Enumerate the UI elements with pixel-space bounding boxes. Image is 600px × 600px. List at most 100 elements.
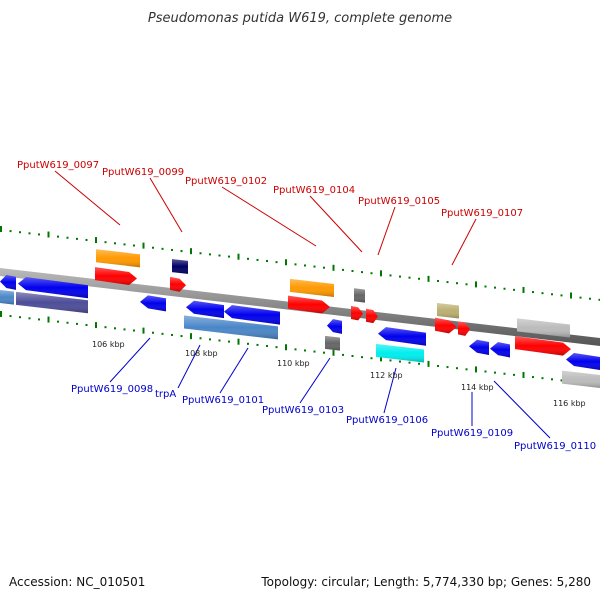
tick-mark — [408, 276, 411, 279]
tick-mark — [133, 244, 135, 247]
tick-mark — [427, 275, 430, 282]
tick-mark — [19, 316, 21, 319]
leader-line — [177, 344, 201, 389]
gene-feature[interactable] — [566, 353, 600, 370]
kbp-label: 112 kbp — [370, 371, 403, 380]
gene-label-top[interactable]: PputW619_0102 — [185, 176, 267, 187]
tick-mark — [66, 236, 69, 239]
tick-mark — [237, 338, 240, 345]
tick-mark — [0, 311, 2, 317]
tick-mark — [351, 270, 354, 273]
gene-feature[interactable] — [172, 259, 188, 274]
tick-mark — [560, 379, 563, 382]
tick-mark — [494, 371, 496, 374]
tick-mark — [560, 294, 563, 297]
tick-mark — [456, 367, 458, 370]
gene-label-bottom[interactable]: PputW619_0109 — [431, 428, 513, 439]
leader-line — [149, 177, 183, 233]
gene-feature[interactable] — [290, 278, 334, 297]
gene-feature[interactable] — [327, 319, 342, 334]
gene-feature[interactable] — [490, 342, 510, 358]
gene-feature[interactable] — [140, 295, 166, 312]
kbp-label: 116 kbp — [553, 399, 586, 408]
gene-feature[interactable] — [469, 339, 489, 356]
tick-mark — [551, 378, 553, 381]
gene-feature[interactable] — [18, 277, 88, 299]
tick-mark — [418, 362, 420, 365]
tick-mark — [275, 346, 278, 349]
gene-label-top[interactable]: PputW619_0099 — [102, 167, 184, 178]
gene-feature[interactable] — [184, 315, 278, 340]
tick-mark — [190, 248, 192, 255]
kbp-label: 114 kbp — [461, 383, 494, 392]
tick-mark — [399, 275, 401, 278]
label-leader-lines — [54, 170, 551, 439]
gene-feature[interactable] — [95, 267, 137, 285]
gene-feature[interactable] — [186, 300, 224, 319]
tick-mark — [114, 327, 116, 330]
tick-mark — [418, 277, 420, 280]
gene-label-top[interactable]: PputW619_0104 — [273, 185, 355, 196]
tick-mark — [313, 350, 316, 353]
leader-line — [309, 195, 363, 253]
gene-feature[interactable] — [351, 305, 363, 321]
tick-mark — [294, 348, 297, 351]
tick-mark — [570, 292, 572, 299]
gene-feature[interactable] — [515, 336, 571, 356]
gene-feature[interactable] — [378, 327, 426, 346]
kbp-scale: 106 kbp 108 kbp 110 kbp 112 kbp 114 kbp … — [92, 340, 586, 408]
tick-mark — [380, 270, 382, 277]
gene-label-top[interactable]: PputW619_0107 — [441, 208, 523, 219]
gene-feature[interactable] — [435, 317, 457, 334]
gene-label-bottom[interactable]: PputW619_0103 — [262, 405, 344, 416]
tick-mark — [589, 297, 591, 300]
tick-mark — [47, 231, 50, 238]
tick-mark — [446, 281, 449, 284]
tick-mark — [218, 339, 221, 342]
gene-feature[interactable] — [325, 335, 340, 351]
gene-feature[interactable] — [224, 305, 280, 325]
tick-mark — [361, 271, 363, 274]
tick-mark — [199, 252, 202, 255]
tick-mark — [294, 263, 297, 266]
tick-marks — [0, 226, 600, 386]
tick-mark — [228, 255, 230, 258]
tick-mark — [114, 242, 116, 245]
gene-feature[interactable] — [517, 318, 570, 338]
gene-label-bottom[interactable]: trpA — [155, 389, 176, 400]
gene-feature[interactable] — [0, 290, 14, 305]
gene-feature[interactable] — [96, 249, 140, 268]
gene-label-top[interactable]: PputW619_0097 — [17, 160, 99, 171]
tick-mark — [275, 261, 278, 264]
gene-label-bottom[interactable]: PputW619_0106 — [346, 415, 428, 426]
gene-label-bottom[interactable]: PputW619_0110 — [514, 441, 596, 452]
gene-feature[interactable] — [0, 275, 16, 290]
tick-mark — [38, 318, 40, 321]
tick-mark — [142, 242, 145, 249]
gene-feature[interactable] — [562, 370, 600, 388]
gene-feature[interactable] — [458, 321, 470, 336]
gene-feature[interactable] — [376, 343, 424, 363]
gene-label-bottom[interactable]: PputW619_0098 — [71, 384, 153, 395]
tick-mark — [465, 283, 468, 286]
tick-mark — [76, 237, 78, 240]
tick-mark — [541, 292, 544, 295]
leader-line — [219, 347, 249, 394]
gene-feature[interactable] — [437, 302, 459, 319]
gene-label-bottom[interactable]: PputW619_0101 — [182, 395, 264, 406]
gene-feature[interactable] — [354, 288, 365, 303]
gene-feature[interactable] — [170, 276, 186, 292]
gene-label-top[interactable]: PputW619_0105 — [358, 196, 440, 207]
tick-mark — [85, 323, 88, 326]
topology-text: Topology: circular; Length: 5,774,330 bp… — [260, 575, 591, 589]
tick-mark — [598, 298, 600, 301]
tick-mark — [266, 345, 268, 348]
gene-feature[interactable] — [16, 291, 88, 314]
tick-mark — [28, 232, 31, 235]
gene-feature[interactable] — [288, 295, 330, 314]
tick-mark — [342, 268, 344, 271]
tick-mark — [399, 360, 401, 363]
tick-mark — [532, 291, 534, 294]
tick-mark — [351, 355, 354, 358]
gene-feature[interactable] — [366, 308, 378, 324]
